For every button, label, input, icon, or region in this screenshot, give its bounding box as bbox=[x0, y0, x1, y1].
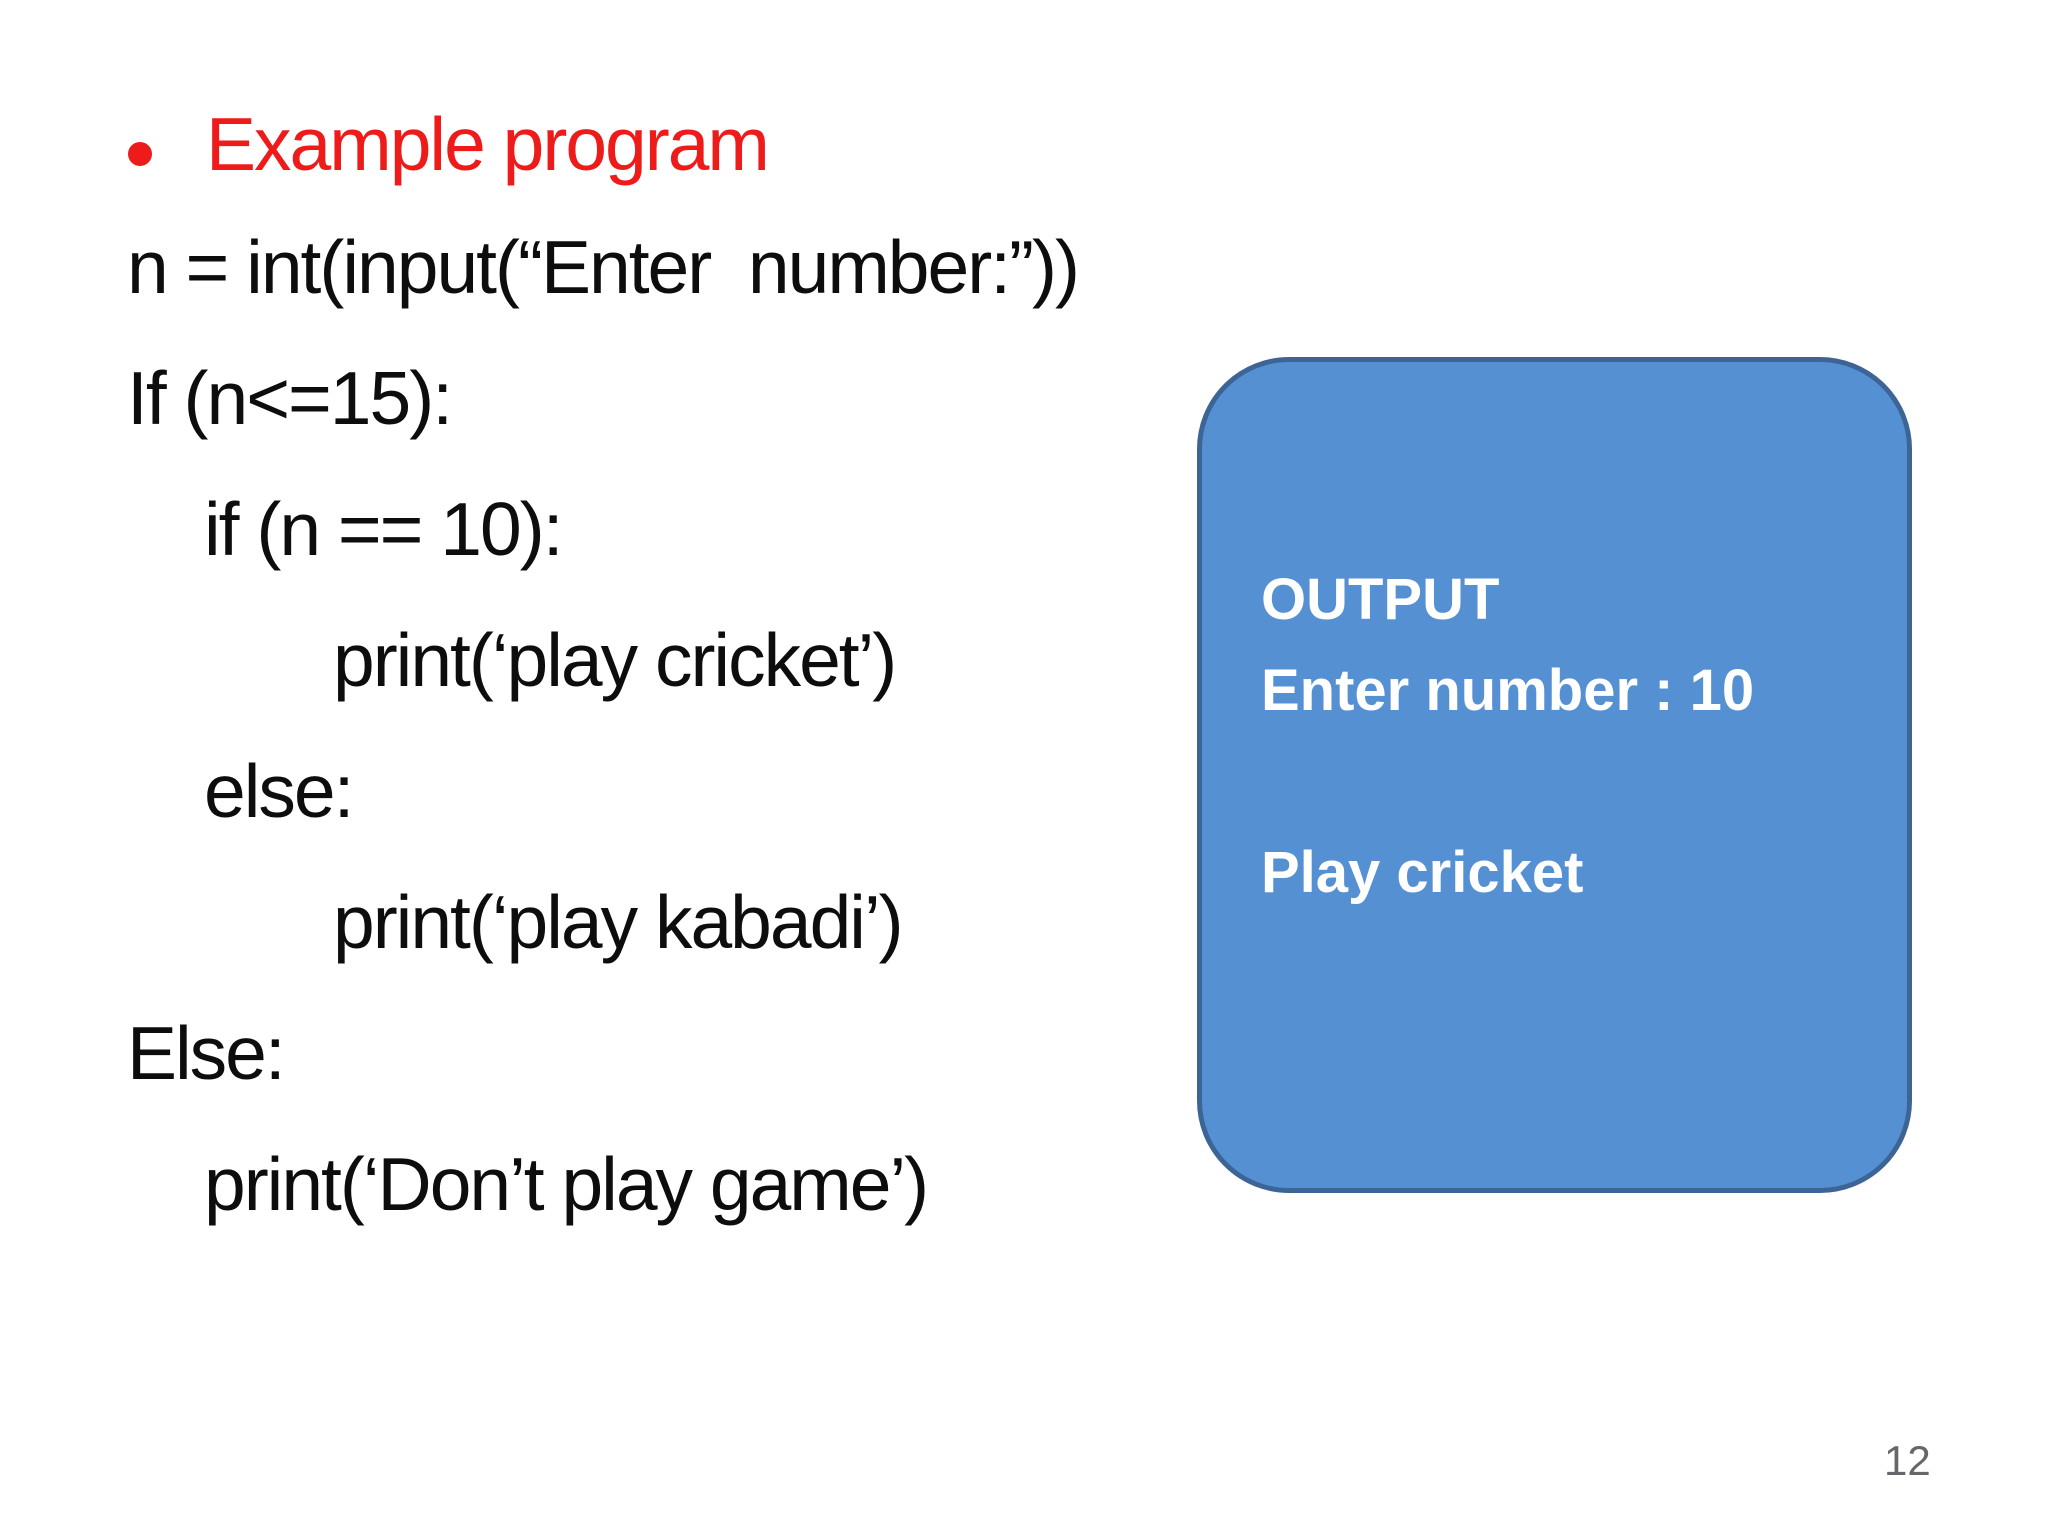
code-line: if (n == 10): bbox=[204, 487, 564, 571]
output-line: OUTPUT bbox=[1261, 567, 1500, 632]
slide-title: Example program bbox=[206, 102, 770, 186]
output-text: OUTPUT Enter number : 10 Play cricket bbox=[1202, 362, 1907, 918]
page-number: 12 bbox=[1884, 1437, 1931, 1484]
bullet-icon bbox=[128, 142, 152, 166]
output-line: Enter number : 10 bbox=[1261, 658, 1755, 723]
code-line: print(‘play cricket’) bbox=[333, 618, 897, 702]
code-line: print(‘play kabadi’) bbox=[333, 880, 904, 964]
code-line: n = int(input(“Enter number:”)) bbox=[127, 225, 1080, 309]
code-line: If (n<=15): bbox=[127, 356, 453, 440]
output-line: Play cricket bbox=[1261, 840, 1584, 905]
code-line: Else: bbox=[127, 1011, 286, 1095]
code-line: print(‘Don’t play game’) bbox=[204, 1142, 929, 1226]
output-box: OUTPUT Enter number : 10 Play cricket bbox=[1197, 357, 1912, 1193]
code-line: else: bbox=[204, 749, 354, 833]
